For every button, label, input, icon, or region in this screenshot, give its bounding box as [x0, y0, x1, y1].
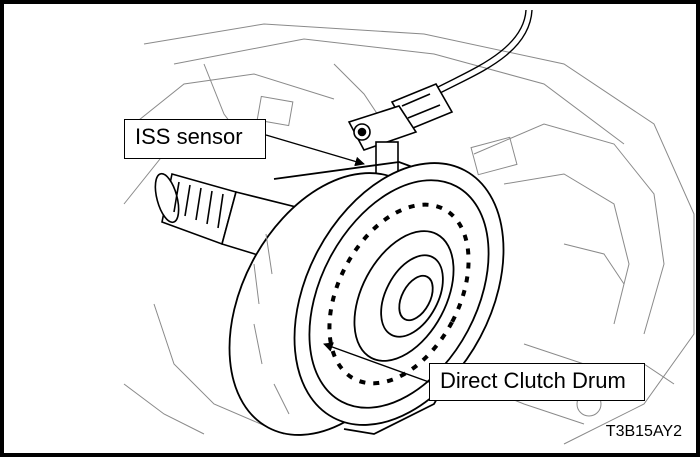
- sensor-wire: [433, 9, 533, 94]
- iss-sensor-leader: [265, 134, 365, 167]
- direct-clutch-drum-callout: Direct Clutch Drum: [429, 363, 645, 401]
- direct-clutch-drum: [228, 161, 505, 436]
- iss-sensor-callout: ISS sensor: [124, 119, 266, 159]
- transmission-illustration: [123, 9, 695, 445]
- figure-code: T3B15AY2: [605, 423, 682, 440]
- direct-clutch-drum-leader: [323, 342, 430, 383]
